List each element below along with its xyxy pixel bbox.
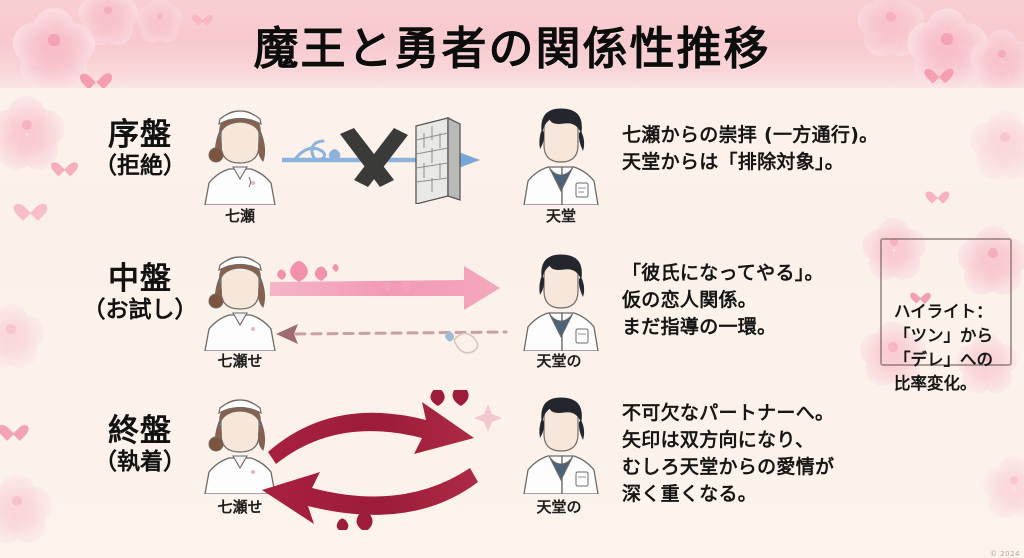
page-title: 魔王と勇者の関係性推移 [253,21,771,75]
character-name-left-2: 七瀬せ [217,352,263,370]
stage-main-label: 中盤 [108,261,172,297]
stage-label-1: 序盤 （拒絶） [60,118,220,180]
stage-main-label: 序盤 [108,117,172,153]
header-band: 魔王と勇者の関係性推移 [0,0,1024,88]
character-doctor-illustration [518,394,604,494]
relationship-arrow-row-1 [279,114,512,205]
character-name-left-3: 七瀬せ [217,498,263,516]
character-doctor-illustration [518,251,604,351]
stage-sub-label: （お試し） [82,296,198,323]
highlight-note-text: ハイライト： 「ツン」から 「デレ」への 比率変化。 [894,301,993,393]
stage-main-label: 終盤 [108,413,172,449]
stage-description-3: 不可欠なパートナーへ。 矢印は双方向になり、 むしろ天堂からの愛情が 深く重くな… [622,402,835,505]
relationship-arrow-row-3 [262,385,522,533]
stage-row-3: 終盤 （執着） 七瀬せ [0,385,1024,533]
stage-label-3: 終盤 （執着） [60,414,220,476]
character-nurse-illustration [197,105,283,205]
stage-row-1: 序盤 （拒絶） 七瀬 [0,100,1024,230]
highlight-note-box: ハイライト： 「ツン」から 「デレ」への 比率変化。 [880,238,1012,393]
character-nurse-illustration [197,251,283,351]
stage-label-2: 中盤 （お試し） [60,262,220,324]
stage-sub-label: （拒絶） [94,152,186,179]
character-name-right-2: 天堂の [536,352,582,370]
stage-sub-label: （執着） [94,448,186,475]
character-name-right-1: 天堂 [545,207,576,225]
note-border [880,238,1012,366]
stage-description-2: 「彼氏になってやる」。 仮の恋人関係。 まだ指導の一環。 [622,262,824,338]
stage-description-1: 七瀬からの崇拝 (一方通行)。 天堂からは「排除対象」。 [622,124,879,173]
relationship-arrow-row-2 [268,254,518,354]
stage-row-2: 中盤 （お試し） 七瀬せ [0,248,1024,378]
character-name-left-1: 七瀬 [224,207,255,225]
character-nurse-illustration [197,394,283,494]
character-doctor-illustration [518,105,604,205]
character-name-right-3: 天堂の [536,498,582,516]
credit-text: © 2024 [989,550,1020,558]
